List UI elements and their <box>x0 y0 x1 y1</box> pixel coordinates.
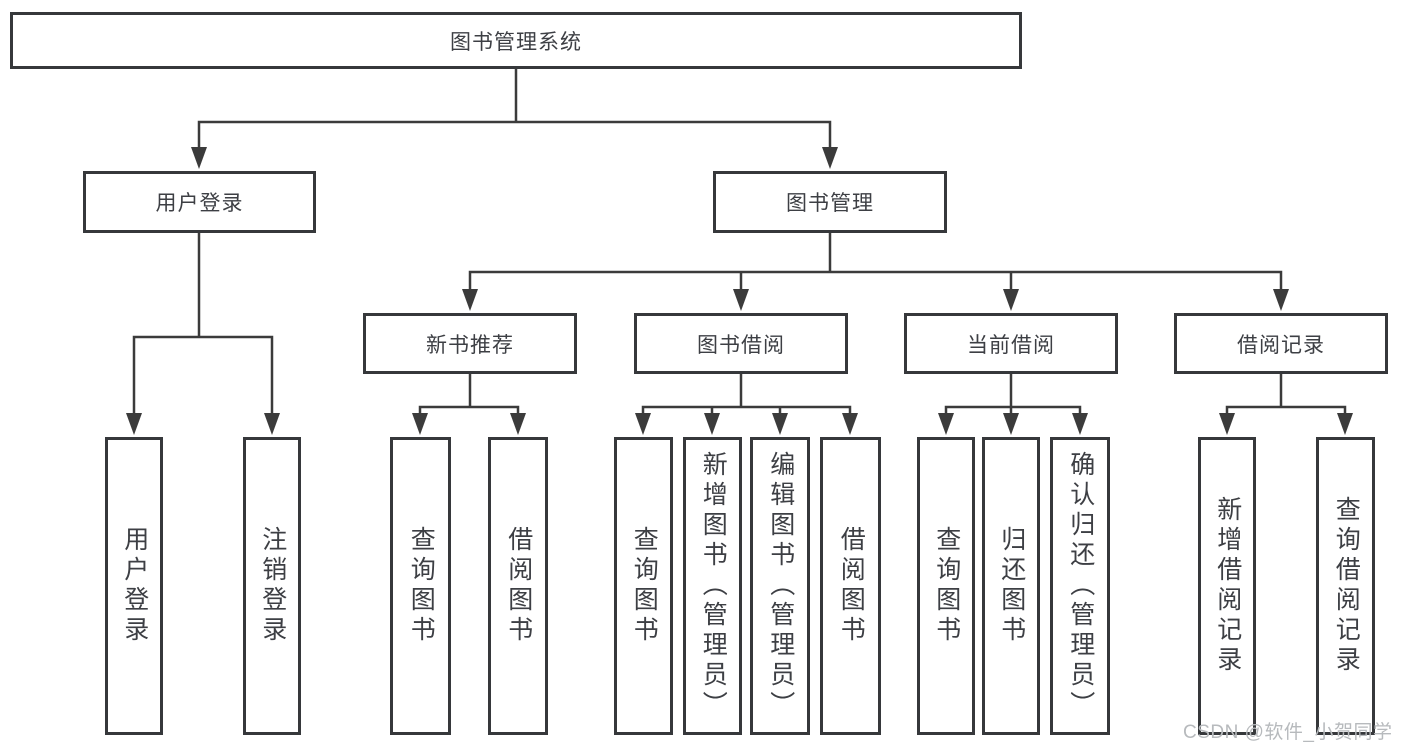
node-borrowing-records: 借阅记录 <box>1174 313 1388 374</box>
node-leaf-add-book-admin-label: 新增图书（管理员） <box>699 451 728 721</box>
connector-root-to-level2 <box>191 67 838 169</box>
node-leaf-logout-label: 注销登录 <box>258 526 287 646</box>
arrowhead <box>1273 289 1289 311</box>
arrowhead <box>733 289 749 311</box>
arrowhead <box>704 413 720 435</box>
node-leaf-query-book-2-label: 查询图书 <box>630 526 659 646</box>
connector-book-borrow-to-leaves <box>635 372 858 435</box>
arrowhead <box>772 413 788 435</box>
node-leaf-add-book-admin: 新增图书（管理员） <box>683 437 742 735</box>
node-leaf-query-book-3: 查询图书 <box>917 437 975 735</box>
node-book-borrowing: 图书借阅 <box>634 313 848 374</box>
arrowhead <box>635 413 651 435</box>
node-leaf-user-login: 用户登录 <box>105 437 163 735</box>
node-book-management: 图书管理 <box>713 171 947 233</box>
node-leaf-edit-book-admin-label: 编辑图书（管理员） <box>766 451 795 721</box>
node-leaf-user-login-label: 用户登录 <box>120 526 149 646</box>
arrowhead <box>1337 413 1353 435</box>
node-leaf-return-book-label: 归还图书 <box>997 526 1026 646</box>
node-leaf-query-book-1: 查询图书 <box>390 437 451 735</box>
arrowhead <box>1072 413 1088 435</box>
connector-new-book-rec-to-leaves <box>412 372 526 435</box>
arrowhead <box>842 413 858 435</box>
node-leaf-borrow-book-2-label: 借阅图书 <box>837 526 866 646</box>
node-leaf-add-borrow-record-label: 新增借阅记录 <box>1213 496 1242 676</box>
node-leaf-borrow-book-1: 借阅图书 <box>488 437 548 735</box>
node-user-login: 用户登录 <box>83 171 316 233</box>
node-leaf-confirm-return-admin: 确认归还（管理员） <box>1050 437 1110 735</box>
node-leaf-return-book: 归还图书 <box>982 437 1040 735</box>
node-leaf-borrow-book-1-label: 借阅图书 <box>504 526 533 646</box>
arrowhead <box>191 147 207 169</box>
arrowhead <box>126 413 142 435</box>
node-leaf-confirm-return-admin-label: 确认归还（管理员） <box>1066 451 1095 721</box>
node-leaf-add-borrow-record: 新增借阅记录 <box>1198 437 1256 735</box>
connector-book-mgmt-to-level3 <box>462 231 1289 311</box>
arrowhead <box>510 413 526 435</box>
arrowhead <box>462 289 478 311</box>
watermark: CSDN @软件_小贺同学 <box>1183 722 1393 743</box>
arrowhead <box>264 413 280 435</box>
node-leaf-borrow-book-2: 借阅图书 <box>820 437 881 735</box>
node-leaf-query-book-2: 查询图书 <box>614 437 673 735</box>
arrowhead <box>1003 289 1019 311</box>
arrowhead <box>938 413 954 435</box>
node-new-book-recommend: 新书推荐 <box>363 313 577 374</box>
connector-borrow-record-to-leaves <box>1219 372 1353 435</box>
node-leaf-edit-book-admin: 编辑图书（管理员） <box>750 437 810 735</box>
node-library-management-system: 图书管理系统 <box>10 12 1022 69</box>
connector-user-login-to-leaves <box>126 231 280 435</box>
arrowhead <box>412 413 428 435</box>
node-current-borrowing: 当前借阅 <box>904 313 1118 374</box>
node-leaf-logout: 注销登录 <box>243 437 301 735</box>
node-leaf-query-book-3-label: 查询图书 <box>932 526 961 646</box>
connector-current-borrow-to-leaves <box>938 372 1088 435</box>
node-leaf-query-book-1-label: 查询图书 <box>407 526 436 646</box>
arrowhead <box>1003 413 1019 435</box>
arrowhead <box>1219 413 1235 435</box>
arrowhead <box>822 147 838 169</box>
node-leaf-query-borrow-record-label: 查询借阅记录 <box>1332 496 1361 676</box>
node-leaf-query-borrow-record: 查询借阅记录 <box>1316 437 1375 735</box>
